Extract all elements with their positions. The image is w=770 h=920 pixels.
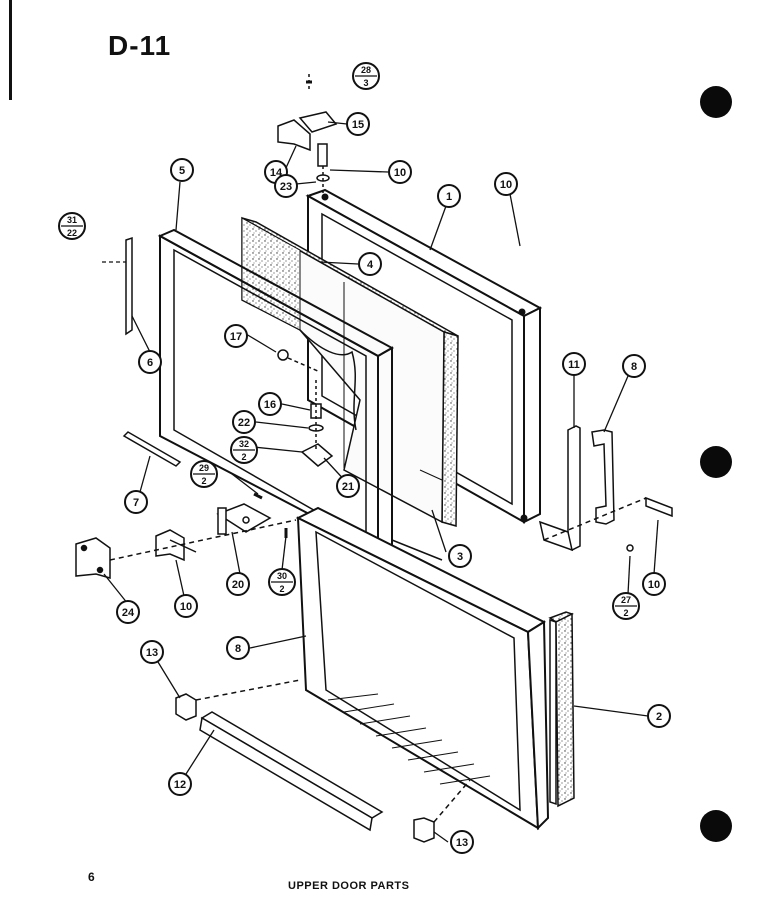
bottom-trim-strip [122, 431, 182, 467]
side-gasket-strip [548, 611, 575, 808]
svg-text:29: 29 [199, 463, 209, 473]
callout-24: 24 [116, 600, 140, 624]
svg-text:8: 8 [631, 361, 637, 373]
svg-text:30: 30 [277, 571, 287, 581]
block-edge [391, 539, 443, 561]
svg-text:10: 10 [180, 601, 192, 613]
svg-text:28: 28 [361, 65, 371, 75]
binder-hole-top [700, 86, 732, 118]
fraction-callout-27-2: 27 2 [612, 592, 640, 620]
svg-text:22: 22 [67, 228, 77, 238]
fraction-callout-30-2: 30 2 [268, 568, 296, 596]
svg-text:4: 4 [367, 259, 374, 271]
svg-text:17: 17 [230, 331, 242, 343]
svg-text:3: 3 [457, 551, 463, 563]
svg-text:31: 31 [67, 215, 77, 225]
callout-12: 12 [168, 772, 192, 796]
svg-text:11: 11 [568, 359, 580, 371]
svg-text:12: 12 [174, 779, 186, 791]
svg-text:3: 3 [363, 78, 368, 88]
svg-text:24: 24 [122, 607, 135, 619]
fraction-callout-29-2: 29 2 [190, 460, 218, 488]
callout-20: 20 [226, 572, 250, 596]
fraction-callout-32-2: 32 2 [230, 436, 258, 464]
bottom-hinge-bracket [75, 492, 297, 579]
callout-11: 11 [562, 352, 586, 376]
page-number: 6 [88, 870, 95, 884]
binder-hole-bottom [700, 810, 732, 842]
callout-2: 2 [647, 704, 671, 728]
callout-5: 5 [170, 158, 194, 182]
svg-text:10: 10 [648, 579, 660, 591]
fraction-callout-31-22: 31 22 [58, 212, 86, 240]
diagram-caption: UPPER DOOR PARTS [288, 880, 410, 892]
svg-text:2: 2 [241, 452, 246, 462]
inner-door-liner [295, 506, 550, 831]
upper-hinge-assembly [277, 74, 338, 198]
callout-15: 15 [346, 112, 370, 136]
svg-text:2: 2 [656, 711, 662, 723]
bottom-rail [199, 711, 384, 832]
callout-4: 4 [358, 252, 382, 276]
callout-10-handle: 10 [642, 572, 666, 596]
svg-text:16: 16 [264, 399, 276, 411]
callout-22: 22 [232, 410, 256, 434]
callout-8-right: 8 [622, 354, 646, 378]
svg-text:27: 27 [621, 595, 631, 605]
svg-text:2: 2 [201, 476, 206, 486]
svg-text:2: 2 [279, 584, 284, 594]
svg-text:15: 15 [352, 119, 364, 131]
svg-text:23: 23 [280, 181, 292, 193]
callout-21: 21 [336, 474, 360, 498]
svg-text:5: 5 [179, 165, 185, 177]
svg-text:22: 22 [238, 417, 250, 429]
binder-hole-middle [700, 446, 732, 478]
callout-23: 23 [274, 174, 298, 198]
svg-text:7: 7 [133, 497, 139, 509]
handle-assembly [538, 425, 673, 552]
svg-text:20: 20 [232, 579, 244, 591]
leader-lines [102, 121, 659, 843]
svg-text:1: 1 [446, 191, 452, 203]
callout-13-bottom: 13 [450, 830, 474, 854]
svg-text:6: 6 [147, 357, 153, 369]
rail-end-caps [175, 679, 471, 843]
svg-text:10: 10 [500, 179, 512, 191]
callout-10-right: 10 [494, 172, 518, 196]
callout-7: 7 [124, 490, 148, 514]
svg-text:13: 13 [146, 647, 158, 659]
callout-3: 3 [448, 544, 472, 568]
callout-10-bracket: 10 [174, 594, 198, 618]
left-border-rule [9, 0, 12, 100]
callout-16: 16 [258, 392, 282, 416]
lower-hinge-assembly [277, 349, 334, 467]
callout-10-top: 10 [388, 160, 412, 184]
svg-text:8: 8 [235, 643, 241, 655]
callout-8-lower: 8 [226, 636, 250, 660]
callout-6: 6 [138, 350, 162, 374]
svg-text:21: 21 [342, 481, 354, 493]
svg-text:32: 32 [239, 439, 249, 449]
svg-text:13: 13 [456, 837, 468, 849]
svg-text:2: 2 [623, 608, 628, 618]
svg-text:10: 10 [394, 167, 406, 179]
callout-1: 1 [437, 184, 461, 208]
side-trim-strip [125, 236, 133, 336]
callout-13-top: 13 [140, 640, 164, 664]
callout-17: 17 [224, 324, 248, 348]
fraction-callout-28-3: 28 3 [352, 62, 380, 90]
diagram-id: D-11 [108, 30, 172, 61]
